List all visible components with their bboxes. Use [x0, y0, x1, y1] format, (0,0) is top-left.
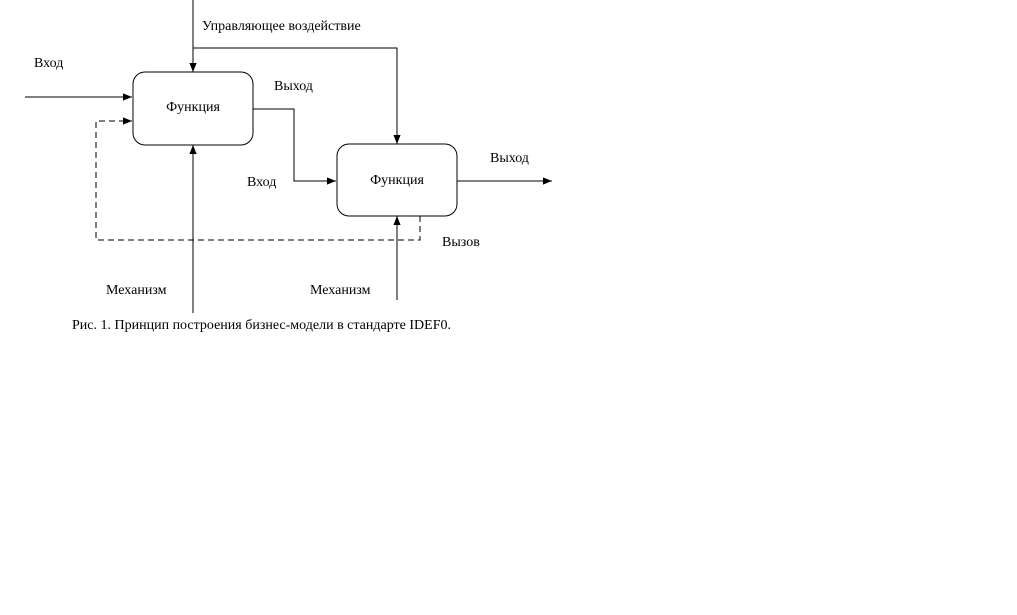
mechanism-label-left: Механизм [106, 283, 167, 298]
input-label-left: Вход [34, 56, 63, 71]
figure-caption: Рис. 1. Принцип построения бизнес-модели… [72, 318, 451, 333]
call-dashed-arrow [95, 117, 421, 241]
input-label-middle: Вход [247, 175, 276, 190]
function-box-2 [336, 143, 458, 217]
output-to-input-arrow [253, 108, 336, 185]
call-label: Вызов [442, 235, 480, 250]
function-box-2-label: Функция [370, 173, 424, 188]
control-label: Управляющее воздействие [202, 19, 361, 34]
function-box-1 [132, 71, 254, 146]
output-label-top: Выход [274, 79, 313, 94]
mechanism-label-right: Механизм [310, 283, 371, 298]
output-label-right: Выход [490, 151, 529, 166]
control-branch-to-function-2 [193, 47, 401, 144]
function-box-1-label: Функция [166, 100, 220, 115]
